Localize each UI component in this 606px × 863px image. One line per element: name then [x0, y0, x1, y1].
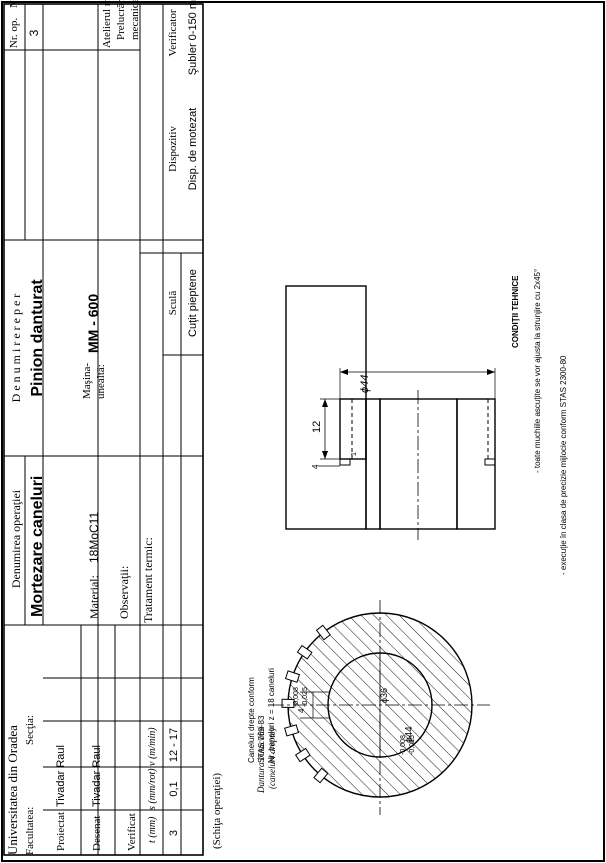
- tech-condition-1: - toate muchiile ascuţite se vor ajusta …: [533, 269, 542, 473]
- university-name: Universitatea din Oradea: [5, 725, 20, 855]
- section-label: Secţia:: [24, 715, 36, 745]
- spline-tol-low: -0,025: [302, 687, 309, 707]
- spline-notch: [313, 767, 329, 784]
- checker-label: Verificator: [167, 9, 179, 56]
- workshop-line2: Prelucrări: [115, 0, 127, 40]
- device-value: Disp. de motezat: [187, 108, 199, 191]
- page-number-label: Nr. pag.: [8, 0, 20, 8]
- spline-notch: [315, 624, 331, 641]
- part-name: Pinion danturat: [29, 279, 46, 397]
- operation-name: Mortezare caneluri: [29, 476, 46, 617]
- bore-dim: ϕ36: [379, 688, 389, 703]
- faculty-label: Facultatea:: [24, 807, 36, 855]
- machine-label-2: unealtă:: [95, 364, 107, 399]
- dim-1: 1: [351, 452, 358, 456]
- material-label: Material:: [87, 575, 101, 619]
- v-label: v (m/min): [147, 727, 158, 766]
- part-name-label: D e n u m i r e r e p e r: [9, 294, 23, 403]
- spline-notch: [296, 644, 313, 660]
- spline-notch: [294, 747, 311, 763]
- spline-notch: [284, 724, 300, 737]
- workshop-line3: mecanice: [129, 0, 141, 40]
- spline-tol-up: -0,008: [293, 687, 300, 707]
- t-value: 3: [168, 830, 180, 836]
- outer-tol-up: -0,008: [400, 735, 407, 755]
- dim-d44-section: ϕ44: [359, 375, 371, 393]
- spline-dim: 4: [297, 708, 306, 713]
- hub-title-1: Dantura butucului: [256, 726, 266, 794]
- op-number-label: Nr. op.: [8, 18, 20, 49]
- name-desenat: Tivadar Raul: [91, 745, 103, 807]
- machine-value: MM - 600: [85, 294, 101, 353]
- section-view: 12 4 1 ϕ44 CONDIŢII TEHNICE - toate much…: [285, 269, 568, 575]
- spline-note-1: Caneluri drepte conform: [247, 677, 256, 763]
- spline-notch: [284, 670, 301, 683]
- spline-note-3: Nr. caneluri z = 18 caneluri: [267, 668, 276, 763]
- spline-notch: [281, 698, 295, 709]
- dim-4: 4: [311, 464, 320, 469]
- tool-label: Sculă: [167, 291, 179, 316]
- spline-teeth: [281, 624, 331, 784]
- spline-note-2: STAS 769-83: [257, 715, 266, 763]
- tech-conditions-title: CONDIŢII TEHNICE: [511, 275, 520, 348]
- dim-12: 12: [311, 421, 323, 433]
- sketch-label: (Schiţa operaţiei): [211, 773, 223, 849]
- op-number: 3: [27, 29, 41, 36]
- operation-name-label: Denumirea operaţiei: [9, 489, 23, 588]
- observations-label: Observaţii:: [117, 566, 131, 619]
- name-proiectat: Tivadar Raul: [55, 745, 67, 807]
- outer-dim: ϕ44: [404, 726, 415, 743]
- spline-view: Dantura butucului (caneluri drepte) 4 -0…: [247, 600, 490, 815]
- tool-value: Cuţit pieptene: [187, 269, 199, 337]
- s-label: s (mm/rot): [147, 768, 158, 810]
- material-value: 18MoC11: [87, 512, 101, 563]
- device-label: Dispozitiv: [167, 126, 179, 172]
- workshop-line1: Atelierul mecanic:: [101, 0, 113, 48]
- checker-value: Şubler 0-150 mm: [187, 0, 199, 75]
- tech-condition-2: - execuţie în clasa de precizie mijlocie…: [559, 355, 568, 575]
- v-value: 12 - 17: [168, 728, 180, 762]
- machine-label-1: Maşina-: [81, 363, 93, 399]
- hub-title-2: (caneluri drepte): [267, 728, 277, 789]
- role-desenat: Desenat: [91, 816, 103, 851]
- role-verificat: Verificat: [126, 813, 138, 851]
- title-block: Universitatea din Oradea Facultatea: Sec…: [3, 0, 223, 856]
- role-proiectat: Proiectat: [55, 812, 67, 851]
- treatment-label: Tratament termic:: [141, 537, 155, 623]
- t-label: t (mm): [147, 816, 158, 843]
- s-value: 0,1: [168, 781, 180, 796]
- outer-tol-low: -0,025: [409, 735, 416, 755]
